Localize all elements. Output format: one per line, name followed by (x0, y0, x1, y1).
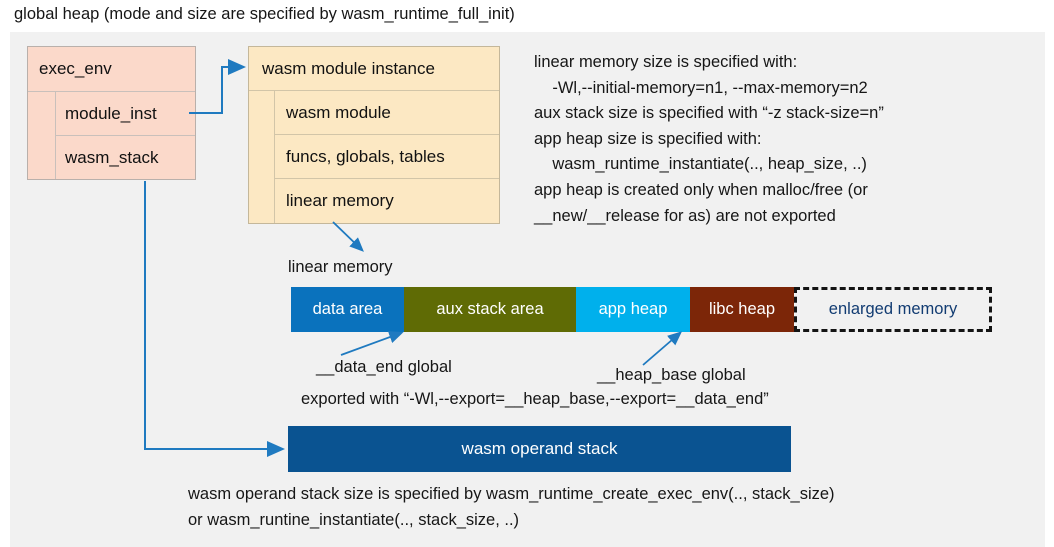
module-instance-header: wasm module instance (249, 47, 499, 91)
module-instance-indent-column (249, 91, 275, 223)
annotation-exported-with: exported with “-Wl,--export=__heap_base,… (301, 390, 769, 408)
annotation-heap-base: __heap_base global (597, 366, 746, 384)
memory-segment-libc-heap: libc heap (690, 287, 794, 332)
wasm-module-instance-box: wasm module instance wasm module funcs, … (248, 46, 500, 224)
wasm-operand-stack-box: wasm operand stack (288, 426, 791, 472)
memory-segment-enlarged-memory: enlarged memory (794, 287, 992, 332)
module-instance-row-linear-memory: linear memory (286, 191, 394, 210)
memory-segment-aux-stack-area: aux stack area (404, 287, 576, 332)
module-instance-row-funcs-globals-tables: funcs, globals, tables (275, 135, 499, 179)
exec-env-box: exec_env module_inst wasm_stack (27, 46, 196, 180)
exec-env-row-module-inst: module_inst (56, 92, 195, 136)
linear-memory-caption: linear memory (288, 258, 393, 276)
exec-env-indent-column (28, 92, 56, 179)
memory-segment-data-area: data area (291, 287, 404, 332)
annotation-data-end: __data_end global (316, 358, 452, 376)
exec-env-row-wasm-stack: wasm_stack (65, 147, 159, 167)
operand-stack-note: wasm operand stack size is specified by … (188, 485, 835, 529)
module-instance-row-wasm-module: wasm module (275, 91, 499, 135)
memory-segment-app-heap: app heap (576, 287, 690, 332)
linear-memory-note: linear memory size is specified with: -W… (534, 53, 884, 225)
exec-env-header: exec_env (28, 47, 195, 92)
page-title: global heap (mode and size are specified… (14, 5, 515, 23)
